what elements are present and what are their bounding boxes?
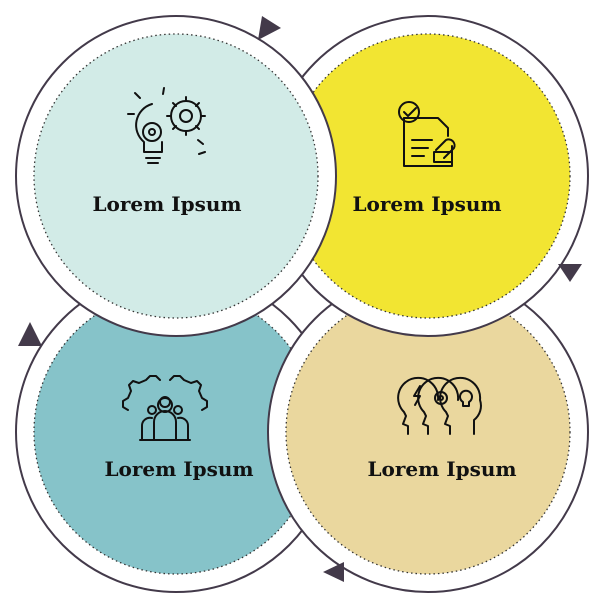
arrow-down-icon	[558, 264, 582, 282]
node-label: Lorem Ipsum	[367, 457, 516, 481]
cycle-node-top-right: Lorem Ipsum	[267, 15, 589, 337]
cycle-node-bottom-right: Lorem Ipsum	[267, 271, 589, 593]
node-label: Lorem Ipsum	[352, 192, 501, 216]
cycle-node-top-left: Lorem Ipsum	[15, 15, 337, 337]
arrow-left-icon	[323, 562, 344, 582]
idea-gears-icon	[127, 87, 206, 164]
node-label: Lorem Ipsum	[92, 192, 241, 216]
team-gear-icon	[122, 375, 208, 441]
inner-disk	[33, 33, 319, 319]
document-approval-icon	[398, 101, 456, 167]
mind-heads-icon	[397, 376, 482, 435]
arrow-right-icon	[258, 16, 281, 40]
node-label: Lorem Ipsum	[104, 457, 253, 481]
arrow-up-icon	[18, 322, 42, 346]
